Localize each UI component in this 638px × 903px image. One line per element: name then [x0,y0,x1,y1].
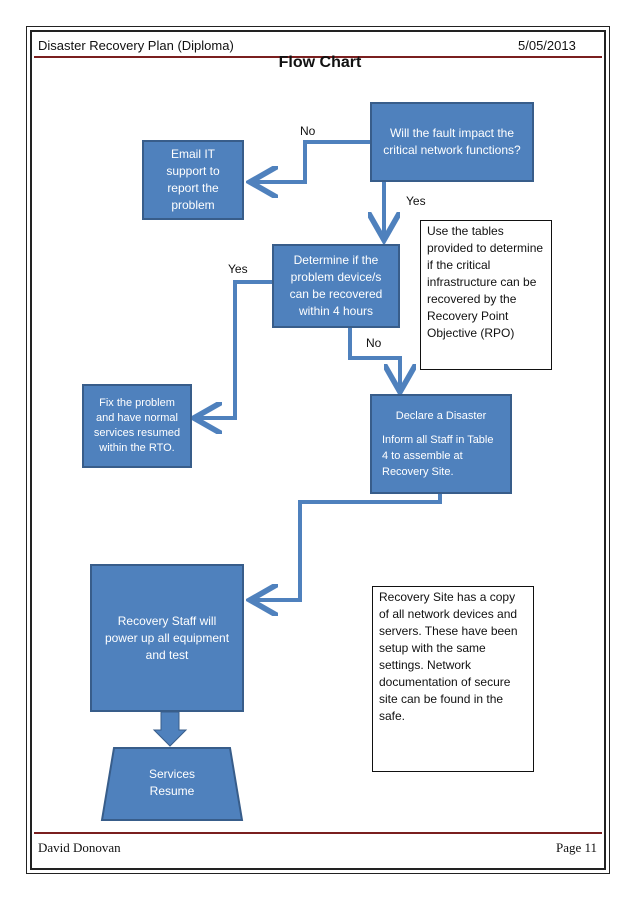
document-date: 5/05/2013 [518,38,576,53]
arrow-no-to-declare [348,328,400,388]
email-it-text: Email IT support to report the problem [166,147,220,212]
page-border-outer [26,26,610,874]
services-resume-shape [100,747,244,821]
label-no-recover: No [366,336,382,350]
footer-page-number: Page 11 [556,840,598,855]
footer-author: David Donovan [38,840,121,855]
page-border-inner [30,30,606,870]
declare-disaster-title: Declare a Disaster [395,410,487,422]
fix-problem-text: Fix the problem and have normal services… [93,397,181,454]
email-it-box: Email IT support to report the problem [142,140,244,220]
services-resume-text: Services Resume [148,767,195,798]
label-yes-fault: Yes [406,194,426,208]
document-title: Disaster Recovery Plan (Diploma) [38,38,234,53]
label-yes-recover: Yes [228,262,248,276]
arrow-yes-to-fix [198,280,272,418]
recovery-site-note: Recovery Site has a copy of all network … [372,586,534,772]
label-no-fault: No [300,124,316,138]
recovery-staff-box: Recovery Staff will power up all equipme… [90,564,244,712]
arrow-no-to-email [254,140,370,182]
decision-fault-impact-text: Will the fault impact the critical netwo… [383,126,521,157]
header-rule [34,56,602,58]
services-resume-label: Services Resume [130,764,214,802]
tables-note: Use the tables provided to determine if … [420,220,552,370]
recovery-staff-text: Recovery Staff will power up all equipme… [104,613,230,662]
footer-rule [34,832,602,834]
declare-disaster-body: Inform all Staff in Table 4 to assemble … [382,434,494,478]
determine-recovery-box: Determine if the problem device/s can be… [272,244,400,328]
arrow-declare-to-recovery [254,494,442,600]
page-title: Flow Chart [278,54,362,71]
arrow-down-to-services [152,711,188,747]
declare-disaster-box: Declare a Disaster Inform all Staff in T… [370,394,512,494]
determine-recovery-text: Determine if the problem device/s can be… [289,253,383,318]
decision-fault-impact: Will the fault impact the critical netwo… [370,102,534,182]
fix-problem-box: Fix the problem and have normal services… [82,384,192,468]
